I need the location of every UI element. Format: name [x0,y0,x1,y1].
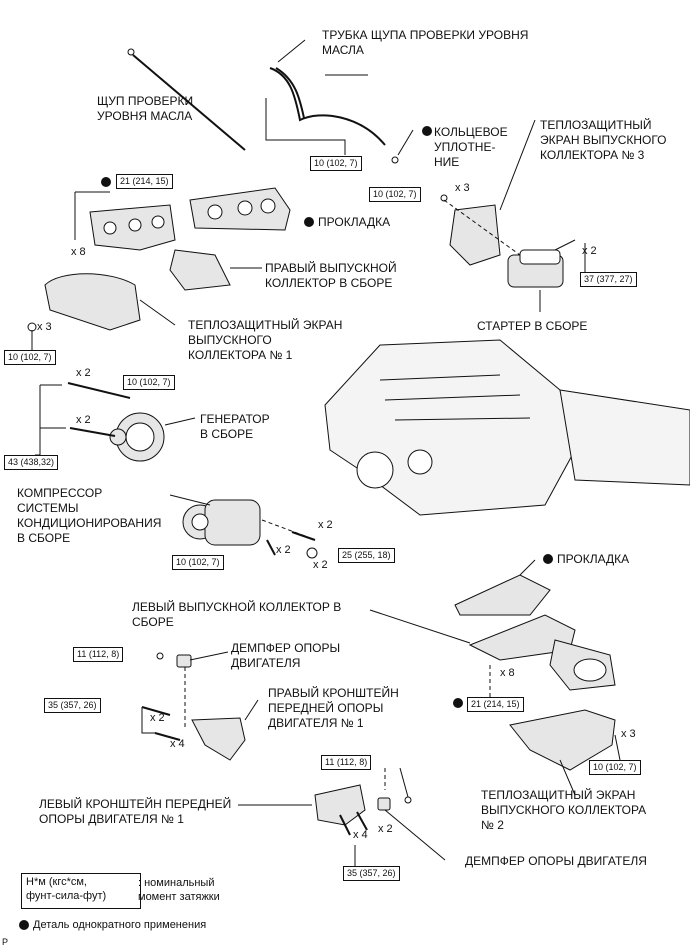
single-use-marker [543,554,553,564]
single-use-marker [453,698,463,708]
quantity-mark: x 2 [318,519,333,531]
quantity-mark: x 2 [150,712,165,724]
label-starter: СТАРТЕР В СБОРЕ [477,319,588,333]
quantity-mark: x 2 [76,367,91,379]
legend-torque-unit: Н*м (кгс*см, фунт-сила-фут) [21,873,141,909]
label-left-bracket: ЛЕВЫЙ КРОНШТЕЙН ПЕРЕДНЕЙ ОПОРЫ ДВИГАТЕЛЯ… [39,797,232,826]
label-right-bracket: ПРАВЫЙ КРОНШТЕЙН ПЕРЕДНЕЙ ОПОРЫ ДВИГАТЕЛ… [268,686,399,730]
compressor-part [182,499,261,546]
quantity-mark: x 2 [378,823,393,835]
heat-shield-3-part [449,204,501,266]
single-use-marker [304,217,314,227]
damper-bottom-part [377,797,391,811]
label-compressor: КОМПРЕССОР СИСТЕМЫ КОНДИЦИОНИРОВАНИЯ В С… [17,486,162,545]
quantity-mark: x 8 [500,667,515,679]
torque-spec: 10 (102, 7) [369,187,421,202]
torque-spec: 11 (112, 8) [321,755,372,770]
label-generator: ГЕНЕРАТОР В СБОРЕ [200,412,270,441]
gasket-bottom-part [454,574,551,616]
torque-spec: 21 (214, 15) [467,697,524,712]
right-manifold-part [89,204,231,291]
single-use-marker [101,177,111,187]
legend-single-use: Деталь однократного применения [33,919,207,931]
quantity-mark: x 8 [71,246,86,258]
quantity-mark: x 3 [621,728,636,740]
heat-shield-1-part [44,273,141,331]
corner-mark: P [2,937,9,947]
right-bracket-part [191,717,246,761]
torque-spec: 10 (102, 7) [4,350,56,365]
label-dipstick-tube: ТРУБКА ЩУПА ПРОВЕРКИ УРОВНЯ МАСЛА [322,28,529,57]
torque-spec: 43 (438,32) [4,455,59,470]
label-gasket-top: ПРОКЛАДКА [318,215,391,229]
starter-part [507,239,576,288]
quantity-mark: x 3 [455,182,470,194]
damper-top-part [176,654,192,668]
single-use-marker [422,126,432,136]
quantity-mark: x 4 [353,829,368,841]
quantity-mark: x 4 [170,738,185,750]
quantity-mark: x 2 [276,544,291,556]
label-dipstick: ЩУП ПРОВЕРКИ УРОВНЯ МАСЛА [97,94,194,123]
torque-spec: 35 (357, 26) [343,866,400,881]
label-damper-bottom: ДЕМПФЕР ОПОРЫ ДВИГАТЕЛЯ [465,854,647,868]
torque-spec: 10 (102, 7) [172,555,224,570]
generator-part [109,412,165,462]
left-manifold-part [468,614,616,691]
label-gasket-bottom: ПРОКЛАДКА [557,552,630,566]
dipstick-tube-part [269,67,386,146]
torque-spec: 10 (102, 7) [123,375,175,390]
torque-spec: 35 (357, 26) [44,698,101,713]
torque-spec: 25 (255, 18) [338,548,395,563]
left-bracket-part [314,784,366,826]
torque-spec: 11 (112, 8) [73,647,124,662]
label-heat-shield-3: ТЕПЛОЗАЩИТНЫЙ ЭКРАН ВЫПУСКНОГО КОЛЛЕКТОР… [540,118,667,162]
torque-spec: 10 (102, 7) [310,156,362,171]
quantity-mark: x 2 [313,559,328,571]
quantity-mark: x 3 [37,321,52,333]
torque-spec: 21 (214, 15) [116,174,173,189]
label-heat-shield-1: ТЕПЛОЗАЩИТНЫЙ ЭКРАН ВЫПУСКНОГО КОЛЛЕКТОР… [188,318,343,362]
label-left-manifold: ЛЕВЫЙ ВЫПУСКНОЙ КОЛЛЕКТОР В СБОРЕ [132,600,342,629]
single-use-legend-marker [19,920,29,930]
quantity-mark: x 2 [76,414,91,426]
engine-block-part [324,339,690,516]
o-ring-part [391,129,414,164]
label-damper-top: ДЕМПФЕР ОПОРЫ ДВИГАТЕЛЯ [231,641,341,670]
torque-spec: 10 (102, 7) [589,760,641,775]
label-o-ring: КОЛЬЦЕВОЕ УПЛОТНЕ- НИЕ [434,125,508,169]
gasket-top-part [189,187,291,231]
label-heat-shield-2: ТЕПЛОЗАЩИТНЫЙ ЭКРАН ВЫПУСКНОГО КОЛЛЕКТОР… [481,788,647,832]
label-right-manifold: ПРАВЫЙ ВЫПУСКНОЙ КОЛЛЕКТОР В СБОРЕ [265,261,397,290]
dipstick-part [127,48,246,151]
heat-shield-2-part [509,709,616,771]
quantity-mark: x 2 [582,245,597,257]
legend-torque-desc: : номинальный момент затяжки [138,877,220,903]
torque-spec: 37 (377, 27) [580,272,637,287]
